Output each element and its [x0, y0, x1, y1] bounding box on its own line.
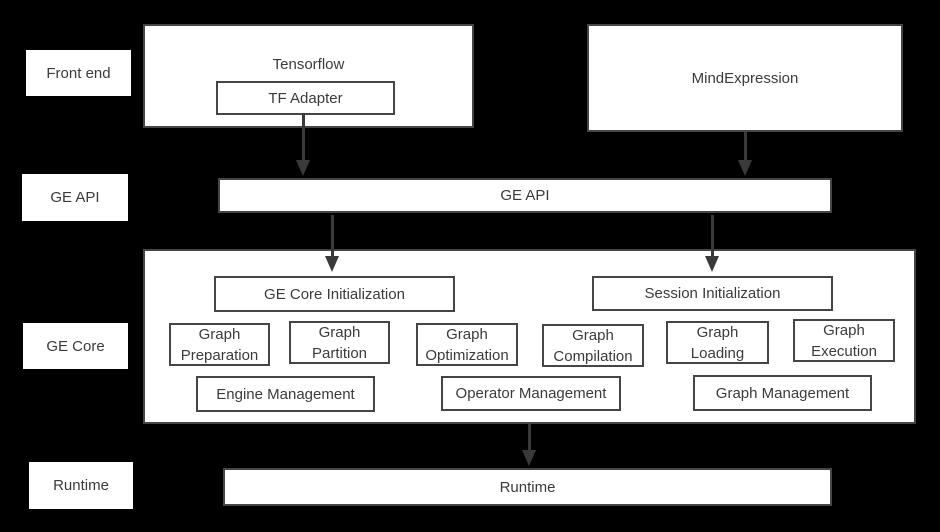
layer-label-ge-core: GE Core: [23, 323, 128, 369]
graph-optimization-label: Graph Optimization: [425, 325, 509, 364]
graph-management-box: Graph Management: [693, 375, 872, 411]
session-initialization-label: Session Initialization: [644, 285, 781, 302]
graph-compilation-box: Graph Compilation: [542, 324, 644, 367]
arrow-down-icon: [738, 160, 752, 176]
graph-loading-box: Graph Loading: [666, 321, 769, 364]
graph-compilation-label: Graph Compilation: [553, 326, 633, 365]
graph-optimization-box: Graph Optimization: [416, 323, 518, 366]
graph-preparation-label: Graph Preparation: [180, 325, 259, 364]
graph-preparation-box: Graph Preparation: [169, 323, 270, 366]
graph-execution-label: Graph Execution: [811, 321, 877, 360]
ge-api-bar: GE API: [218, 178, 832, 213]
tf-adapter-label: TF Adapter: [268, 89, 343, 107]
arrow-down-icon: [522, 450, 536, 466]
ge-api-label: GE API: [500, 187, 550, 204]
ge-core-container: GE Core Initialization Session Initializ…: [143, 249, 916, 424]
mindexpression-label: MindExpression: [691, 69, 799, 87]
graph-management-label: Graph Management: [715, 384, 850, 402]
operator-management-box: Operator Management: [441, 376, 621, 411]
graph-partition-box: Graph Partition: [289, 321, 390, 364]
layer-label-runtime: Runtime: [29, 462, 133, 509]
runtime-label: Runtime: [499, 478, 556, 496]
runtime-bar: Runtime: [223, 468, 832, 506]
graph-partition-label: Graph Partition: [311, 323, 368, 362]
ge-core-initialization-label: GE Core Initialization: [264, 285, 405, 303]
mindexpression-box: MindExpression: [587, 24, 903, 132]
ge-core-initialization-box: GE Core Initialization: [214, 276, 455, 312]
layer-label-front-end: Front end: [26, 50, 131, 96]
engine-management-label: Engine Management: [216, 385, 355, 403]
engine-management-box: Engine Management: [196, 376, 375, 412]
tf-adapter-box: TF Adapter: [216, 81, 395, 115]
tensorflow-label: Tensorflow: [272, 56, 345, 73]
arrow-down-icon: [705, 256, 719, 272]
arrow-down-icon: [325, 256, 339, 272]
operator-management-label: Operator Management: [455, 385, 607, 402]
layer-label-ge-api: GE API: [22, 174, 128, 221]
arrow-down-icon: [296, 160, 310, 176]
tensorflow-box: Tensorflow TF Adapter: [143, 24, 474, 128]
graph-loading-label: Graph Loading: [690, 323, 745, 362]
session-initialization-box: Session Initialization: [592, 276, 833, 311]
graph-execution-box: Graph Execution: [793, 319, 895, 362]
